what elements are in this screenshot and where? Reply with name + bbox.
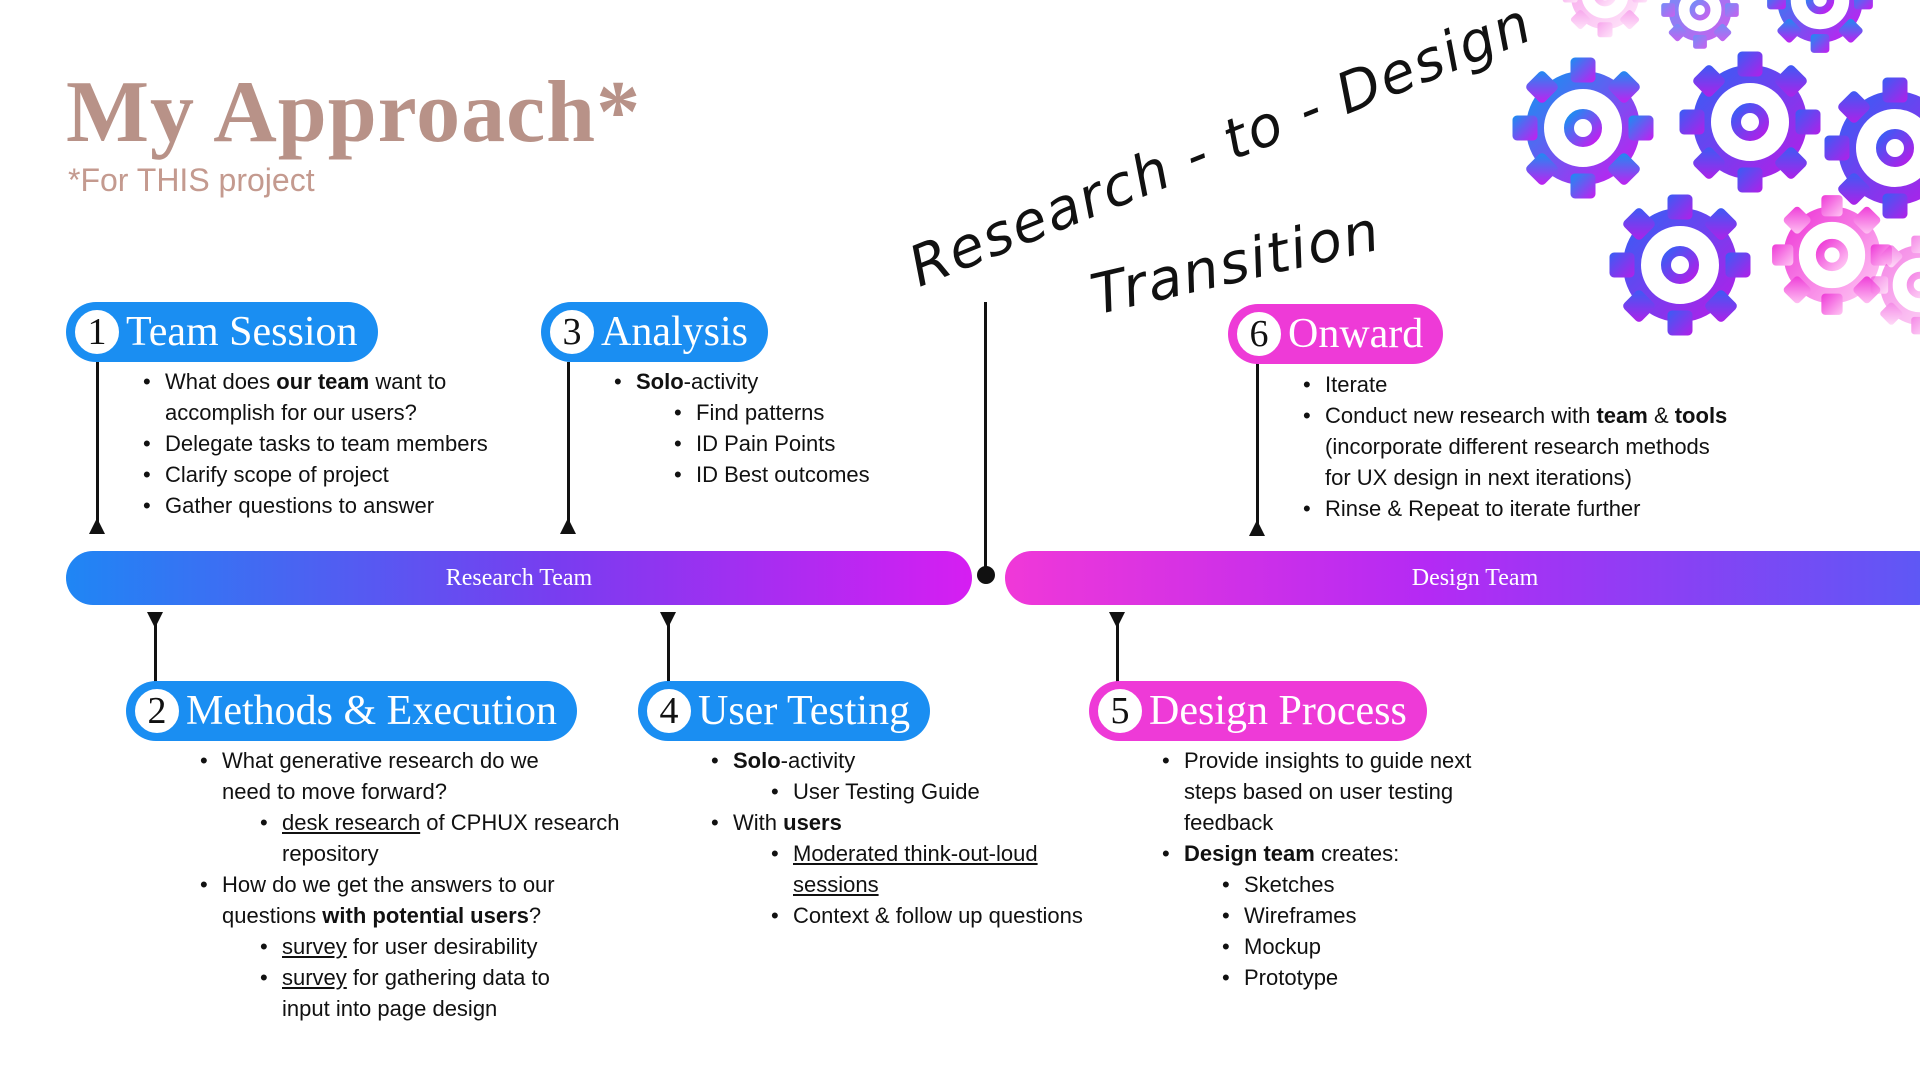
list-item: Sketches (1220, 869, 1471, 900)
gear-icon (1662, 0, 1739, 49)
gear-icon (1563, 0, 1647, 37)
step-1-pill: 1 Team Session (66, 302, 378, 362)
page-subtitle: *For THIS project (68, 162, 315, 198)
step-4-bullets: Solo-activity User Testing Guide With us… (709, 745, 1083, 931)
connector-step2 (154, 620, 157, 682)
transition-dot (977, 566, 995, 584)
step-4-pill: 4 User Testing (638, 681, 931, 741)
list-item: Conduct new research with team & tools(i… (1301, 400, 1727, 493)
arrow-up-icon (560, 518, 576, 534)
connector-step5 (1116, 620, 1119, 682)
list-item: Solo-activity Find patterns ID Pain Poin… (612, 366, 870, 490)
design-team-band: Design Team (1005, 551, 1920, 605)
connector-step3 (567, 362, 570, 522)
gear-icon (1610, 195, 1750, 335)
list-item: Delegate tasks to team members (141, 428, 488, 459)
step-3-pill: 3 Analysis (541, 302, 768, 362)
gear-icon (1513, 58, 1653, 198)
list-item: Mockup (1220, 931, 1471, 962)
arrow-up-icon (89, 518, 105, 534)
list-item: Prototype (1220, 962, 1471, 993)
list-item: survey for user desirability (258, 931, 619, 962)
list-item: Find patterns (672, 397, 870, 428)
list-item: Design team creates: Sketches Wireframes… (1160, 838, 1471, 993)
step-number: 1 (72, 307, 122, 357)
connector-step4 (667, 620, 670, 682)
list-item: How do we get the answers to ourquestion… (198, 869, 619, 1024)
step-3-bullets: Solo-activity Find patterns ID Pain Poin… (612, 366, 870, 490)
step-label: User Testing (698, 688, 911, 734)
step-label: Analysis (601, 309, 748, 355)
gear-icon (1680, 52, 1820, 192)
step-5-pill: 5 Design Process (1089, 681, 1427, 741)
list-item: Wireframes (1220, 900, 1471, 931)
step-6-bullets: Iterate Conduct new research with team &… (1301, 369, 1727, 524)
list-item: desk research of CPHUX researchrepositor… (258, 807, 619, 869)
list-item: User Testing Guide (769, 776, 1083, 807)
list-item: With users Moderated think-out-loudsessi… (709, 807, 1083, 931)
research-team-band: Research Team (66, 551, 972, 605)
gears-illustration (1500, 0, 1920, 340)
connector-step6 (1256, 362, 1259, 524)
list-item: Rinse & Repeat to iterate further (1301, 493, 1727, 524)
connector-step1 (96, 362, 99, 522)
step-number: 4 (644, 686, 694, 736)
transition-line (984, 302, 987, 572)
list-item: Clarify scope of project (141, 459, 488, 490)
step-label: Team Session (126, 309, 358, 355)
list-item: Context & follow up questions (769, 900, 1083, 931)
arrow-up-icon (1249, 520, 1265, 536)
step-label: Onward (1288, 311, 1424, 357)
list-item: ID Pain Points (672, 428, 870, 459)
step-6-pill: 6 Onward (1228, 304, 1444, 364)
step-label: Design Process (1149, 688, 1407, 734)
gear-icon (1773, 196, 1892, 315)
step-number: 5 (1095, 686, 1145, 736)
step-2-pill: 2 Methods & Execution (126, 681, 577, 741)
list-item: ID Best outcomes (672, 459, 870, 490)
gear-icon (1768, 0, 1873, 53)
list-item: Gather questions to answer (141, 490, 488, 521)
step-number: 6 (1234, 309, 1284, 359)
step-label: Methods & Execution (186, 688, 557, 734)
step-number: 2 (132, 686, 182, 736)
list-item: Solo-activity User Testing Guide (709, 745, 1083, 807)
step-number: 3 (547, 307, 597, 357)
page-title: My Approach* (66, 64, 642, 161)
list-item: Iterate (1301, 369, 1727, 400)
